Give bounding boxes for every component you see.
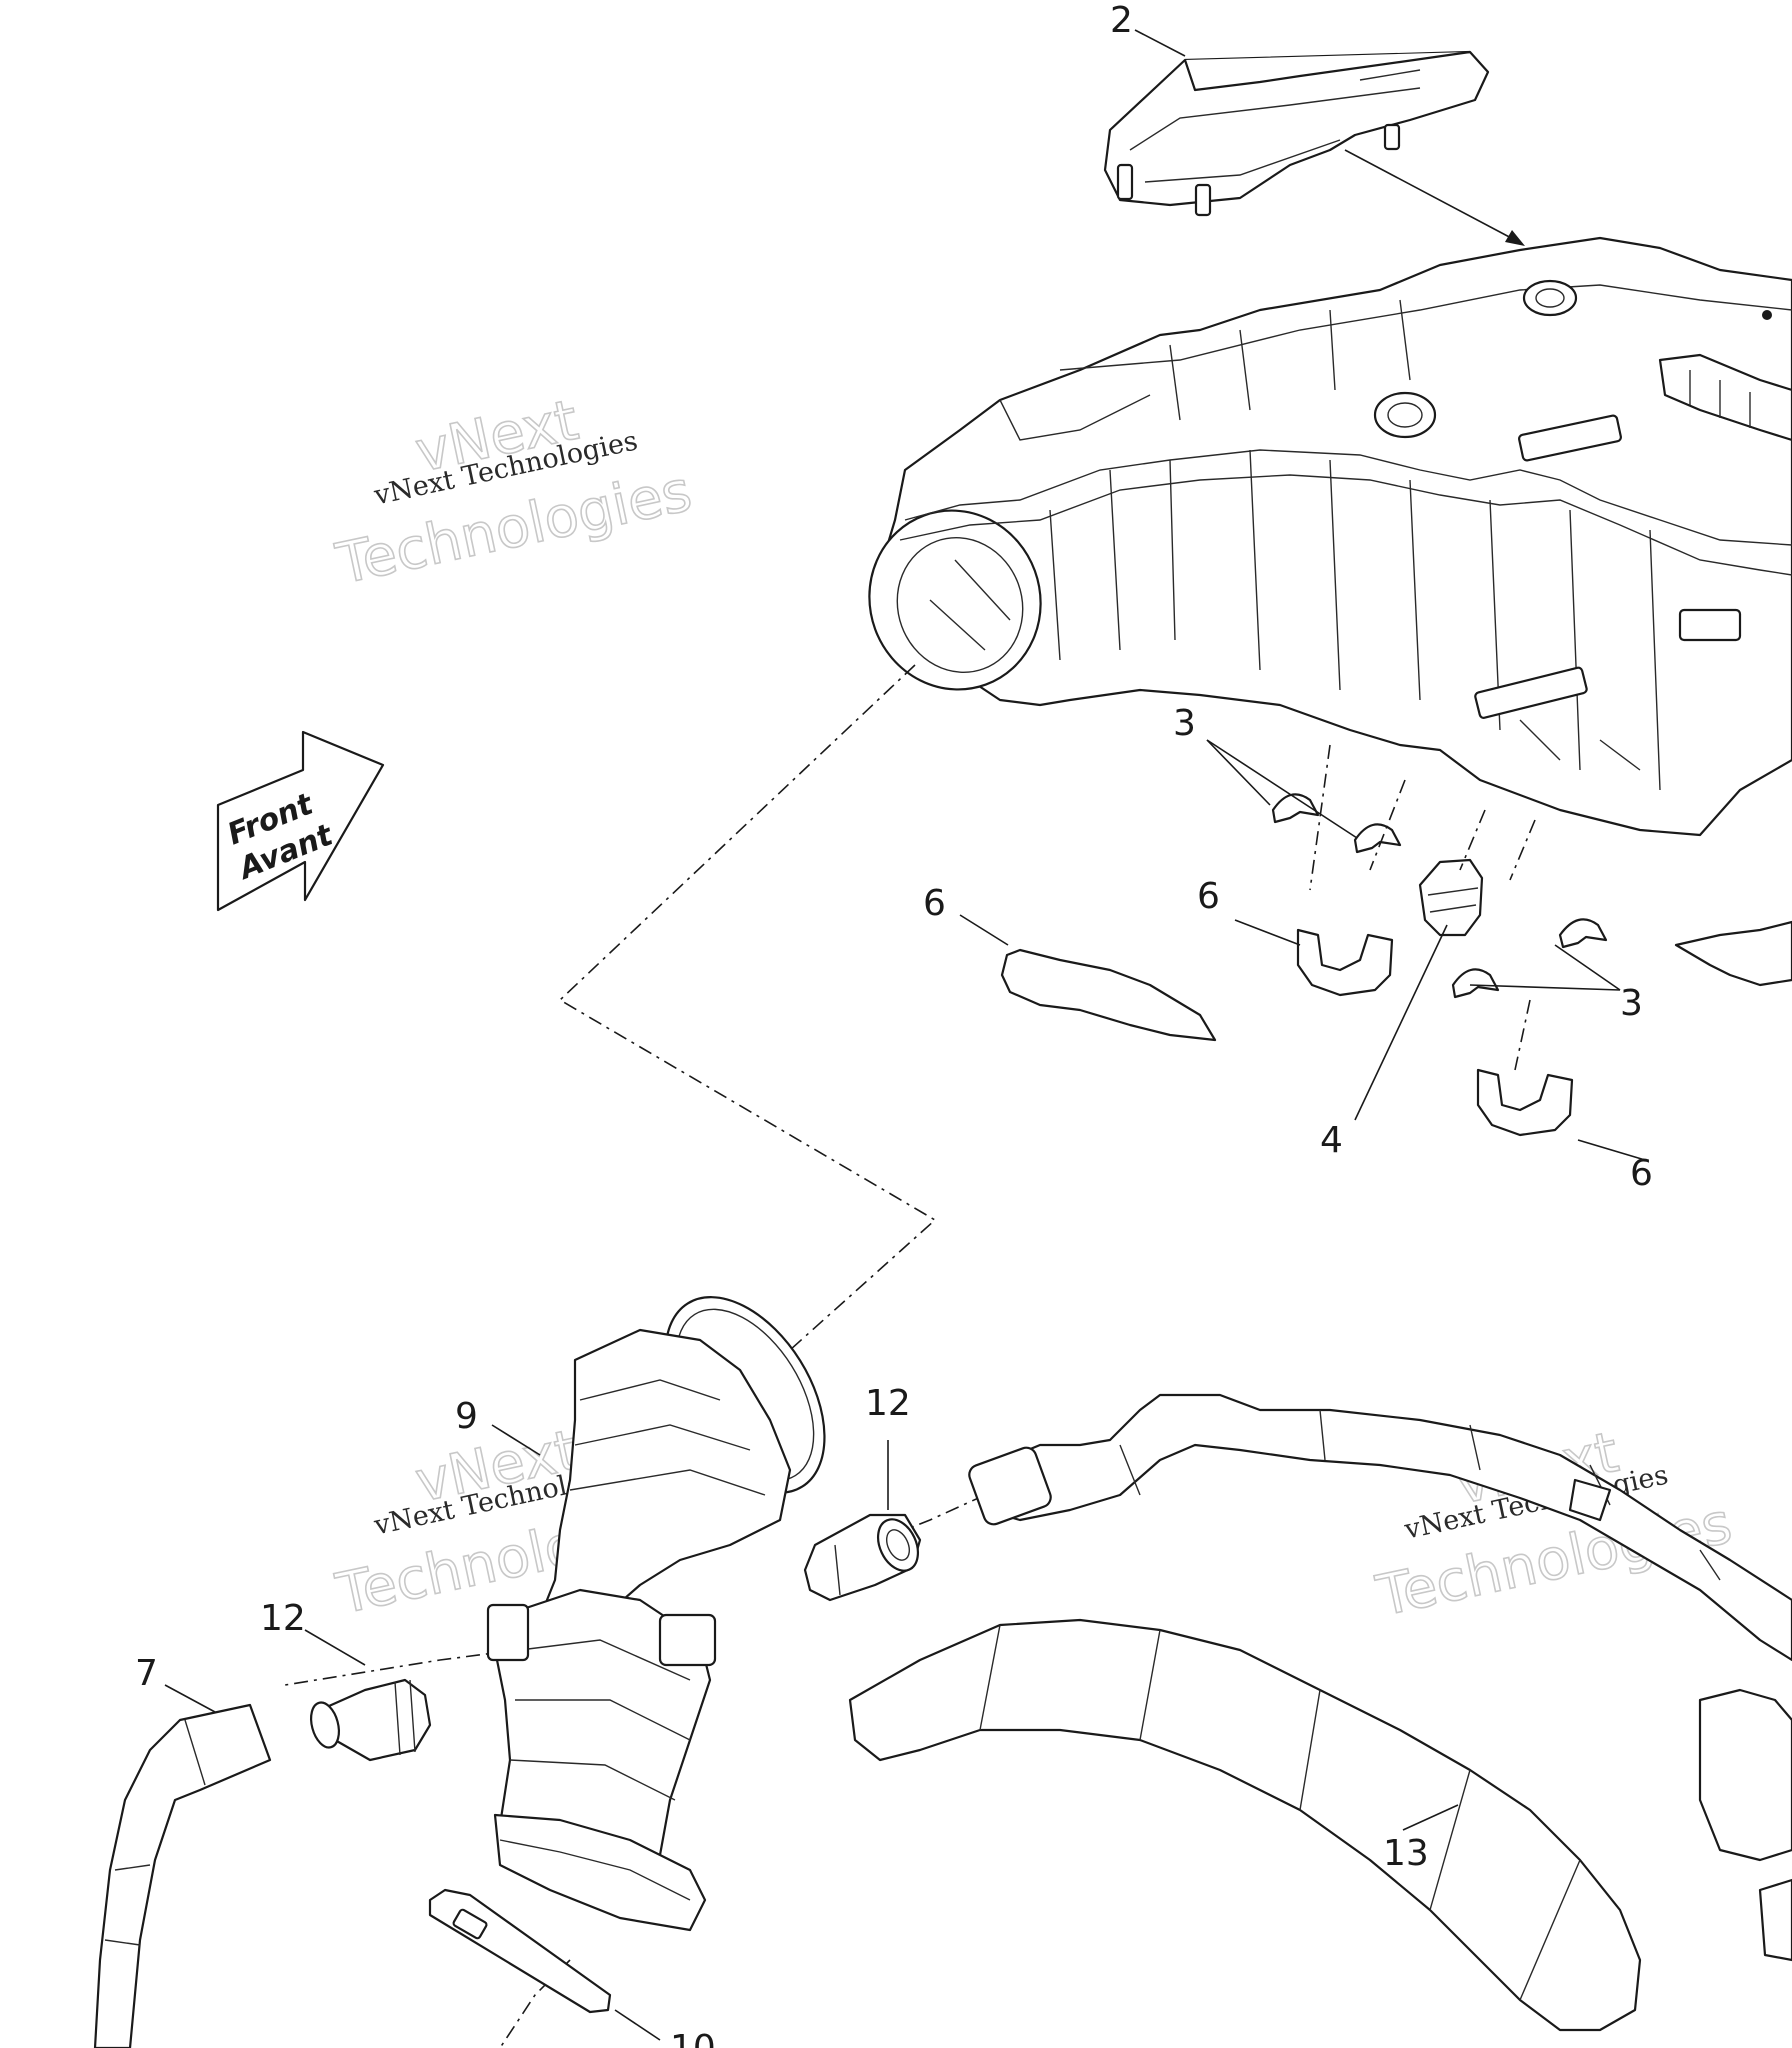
part-hose-13: [848, 1618, 1792, 2032]
part-foam-6: [1000, 920, 1792, 1137]
part-clip-3: [1271, 793, 1608, 999]
callout-numbers: 2 3 3 4 6 6 6 7 9 12 12 13 10: [135, 0, 1653, 2048]
part-grommet-4: [1418, 858, 1484, 937]
center-lines: [284, 664, 1536, 2048]
assembly-arrow: [1344, 149, 1525, 246]
callout-2: 2: [1110, 0, 1133, 41]
part-airbox-cover: [1103, 50, 1490, 217]
watermark-top-left: vNext vNext Technologies Technologies: [330, 387, 698, 598]
leader-lines: [164, 29, 1646, 2041]
part-connector-12-right: [803, 1513, 922, 1602]
callout-9: 9: [455, 1396, 478, 1437]
part-hose-upper: [968, 1393, 1792, 1662]
callout-6: 6: [923, 883, 946, 924]
callout-7: 7: [135, 1653, 158, 1694]
part-intake-elbow-9: [486, 1296, 826, 1932]
callout-3: 3: [1173, 703, 1196, 744]
callout-3: 3: [1620, 983, 1643, 1024]
part-airbox-housing: [868, 236, 1792, 837]
callout-10: 10: [670, 2028, 716, 2048]
part-hose-7: [93, 1703, 272, 2048]
front-direction-arrow: Front Avant: [216, 730, 385, 912]
callout-12: 12: [865, 1383, 911, 1424]
callout-4: 4: [1320, 1120, 1343, 1161]
callout-12: 12: [260, 1598, 306, 1639]
part-clamp-10: [428, 1888, 612, 2014]
callout-6: 6: [1197, 876, 1220, 917]
callout-13: 13: [1383, 1833, 1429, 1874]
callout-6: 6: [1630, 1153, 1653, 1194]
part-connector-12-left: [310, 1678, 432, 1762]
